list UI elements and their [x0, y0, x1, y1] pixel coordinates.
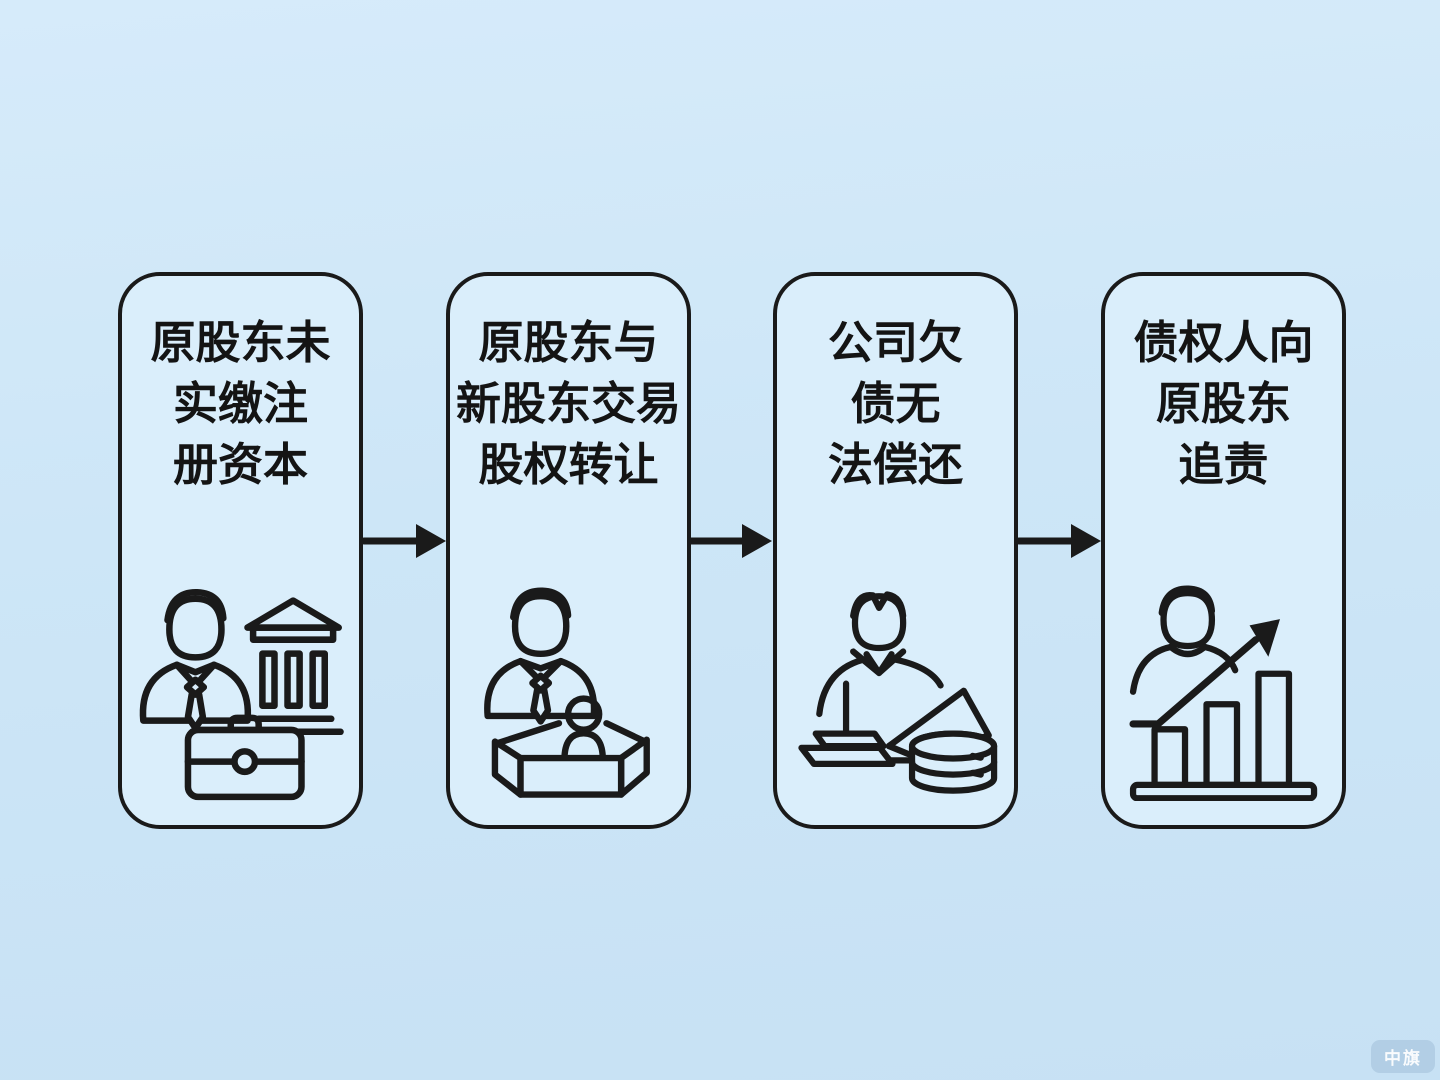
- step-2-title: 原股东与 新股东交易 股权转让: [450, 276, 687, 495]
- person-growth-chart-icon: [1117, 577, 1331, 801]
- person-laptop-database-icon: [789, 577, 1003, 801]
- watermark-badge: 中旗: [1371, 1040, 1435, 1073]
- step-2-title-line-1: 原股东与: [478, 317, 659, 368]
- step-1-title: 原股东未 实缴注 册资本: [122, 276, 359, 495]
- businessman-equity-box-icon: [462, 577, 676, 801]
- step-4-title-line-1: 债权人向: [1133, 317, 1314, 368]
- step-2-title-line-3: 股权转让: [478, 439, 659, 490]
- flow-step-card-3: 公司欠 债无 法偿还: [773, 272, 1018, 829]
- step-2-title-line-2: 新股东交易: [455, 378, 681, 429]
- flow-step-card-2: 原股东与 新股东交易 股权转让: [446, 272, 691, 829]
- step-4-title-line-3: 追责: [1178, 439, 1269, 490]
- step-1-title-line-1: 原股东未: [150, 317, 331, 368]
- flow-step-card-1: 原股东未 实缴注 册资本: [118, 272, 363, 829]
- step-3-title-line-1: 公司欠: [827, 317, 963, 368]
- step-4-title-line-2: 原股东: [1155, 378, 1291, 429]
- flow-arrow-icon: [688, 524, 772, 558]
- flow-step-card-4: 债权人向 原股东 追责: [1101, 272, 1346, 829]
- step-1-title-line-2: 实缴注: [172, 378, 308, 429]
- step-1-title-line-3: 册资本: [172, 439, 308, 490]
- step-3-title-line-3: 法偿还: [827, 439, 963, 490]
- step-4-title: 债权人向 原股东 追责: [1105, 276, 1342, 495]
- step-3-title: 公司欠 债无 法偿还: [777, 276, 1014, 495]
- flow-arrow-icon: [1017, 524, 1101, 558]
- flow-arrow-icon: [362, 524, 446, 558]
- businessman-bank-briefcase-icon: [134, 577, 348, 801]
- step-3-title-line-2: 债无: [850, 378, 941, 429]
